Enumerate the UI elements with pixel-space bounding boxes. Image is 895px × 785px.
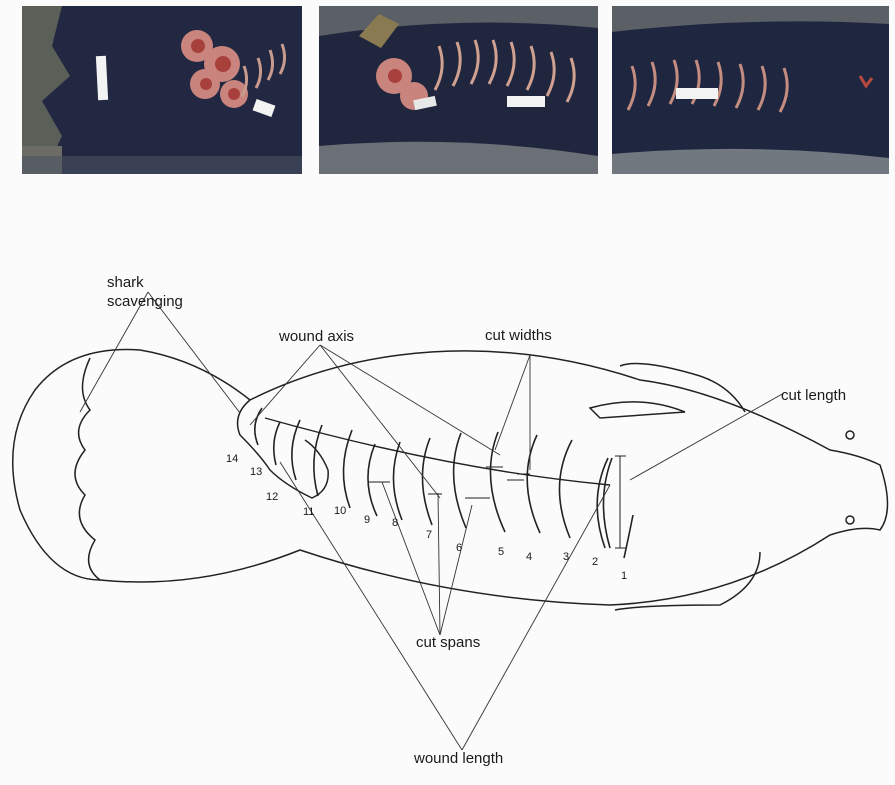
photo-carcass-wound-1	[22, 6, 302, 174]
wound-axis-label: wound axis	[278, 328, 354, 345]
cut-number-13: 13	[250, 466, 262, 478]
cut-4	[527, 435, 540, 533]
cut-length-label: cut length	[781, 387, 846, 404]
cut-number-5: 5	[498, 546, 504, 558]
cut-1	[624, 515, 633, 558]
wound-length-label: wound length	[413, 750, 503, 767]
cut-11	[314, 425, 322, 496]
cut-6	[454, 433, 466, 528]
cut-2	[597, 458, 612, 548]
dorsal-marking	[590, 402, 685, 418]
cut-number-7: 7	[426, 529, 432, 541]
cut-number-1: 1	[621, 570, 627, 582]
cut-spans-label: cut spans	[416, 634, 480, 651]
cut-12	[292, 420, 300, 480]
photo-carcass-wound-3	[612, 6, 889, 174]
cut-number-6: 6	[456, 542, 462, 554]
cut-14	[255, 408, 262, 445]
photo-carcass-wound-2	[319, 6, 598, 174]
cut-number-8: 8	[392, 517, 398, 529]
cut-10	[343, 430, 352, 508]
shark-scavenging-label-2: scavenging	[107, 293, 183, 310]
cut-9	[368, 444, 377, 516]
cut-number-14: 14	[226, 453, 238, 465]
scavenged-edge	[75, 358, 100, 580]
cut-3	[559, 440, 572, 538]
cut-13	[274, 422, 280, 465]
cut-number-11: 11	[303, 506, 314, 518]
cut-number-2: 2	[592, 556, 598, 568]
cut-number-4: 4	[526, 551, 532, 563]
shark-scavenging-label-1: shark	[107, 274, 144, 291]
cut-number-3: 3	[563, 551, 569, 563]
cut-5	[490, 432, 505, 532]
manatee-wound-diagram: shark scavenging wound axis cut widths c…	[0, 180, 895, 780]
body-outline	[13, 350, 888, 606]
cut-8	[393, 442, 402, 520]
cut-number-10: 10	[334, 505, 346, 517]
cut-number-9: 9	[364, 514, 370, 526]
cut-widths-label: cut widths	[485, 327, 552, 344]
cut-length-marker	[615, 456, 626, 548]
cut-number-12: 12	[266, 491, 278, 503]
